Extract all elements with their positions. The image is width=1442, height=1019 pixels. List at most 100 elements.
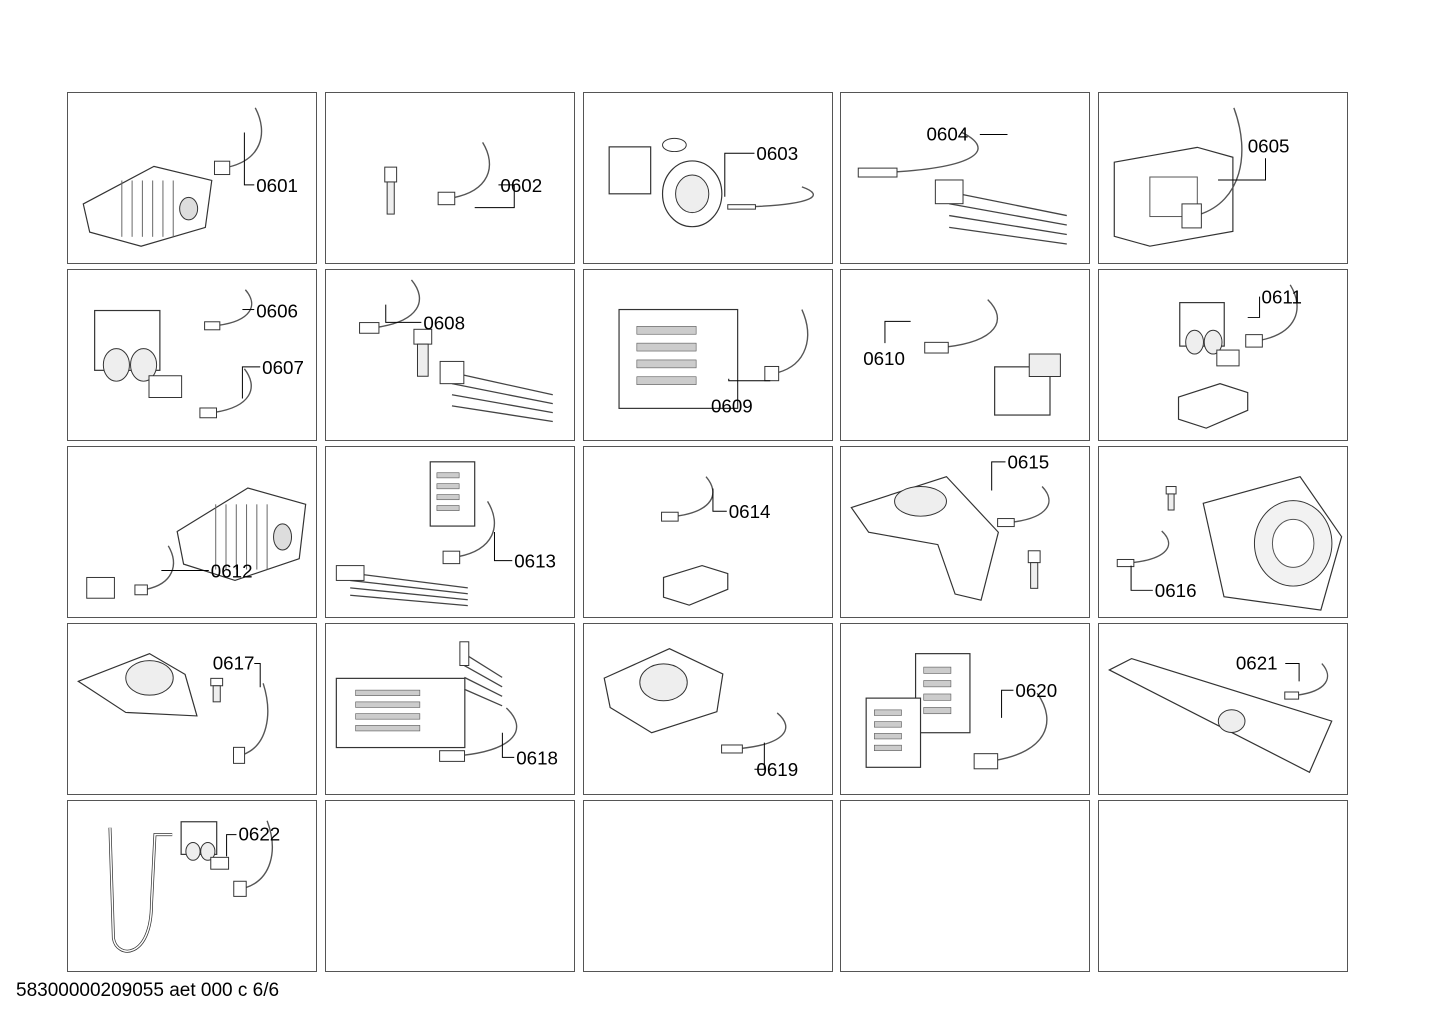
cable-part-drawing — [973, 692, 1048, 770]
valve-part-drawing — [180, 821, 230, 870]
cable-part-drawing — [1181, 107, 1243, 229]
diagram-cell: 0613 — [325, 446, 575, 618]
diagram-cell: 0602 — [325, 92, 575, 264]
part-number-label: 0617 — [213, 652, 255, 673]
sensor-part-drawing — [1027, 550, 1041, 589]
leader-line — [991, 461, 1006, 491]
cell-drawing: 0613 — [335, 461, 556, 607]
tub-part-drawing — [1202, 475, 1343, 611]
part-number-label: 0620 — [1015, 680, 1057, 701]
cell-drawing — [841, 801, 1089, 971]
board-part-drawing — [618, 308, 739, 409]
cable-part-drawing — [233, 820, 273, 897]
diagram-cell: 0611 — [1098, 269, 1348, 441]
diagram-cell: 0601 — [67, 92, 317, 264]
cable-part-drawing — [437, 142, 491, 206]
diagram-cell: 0610 — [840, 269, 1090, 441]
cable-part-drawing — [924, 299, 999, 354]
leader-line — [1285, 663, 1300, 682]
cell-drawing — [1099, 801, 1347, 971]
sensor-part-drawing — [413, 328, 433, 377]
cable-part-drawing — [727, 186, 814, 210]
cell-drawing: 0616 — [1116, 475, 1343, 611]
part-number-label: 0603 — [756, 143, 798, 164]
cell-drawing: 0620 — [865, 653, 1057, 770]
part-number-label: 0621 — [1236, 652, 1278, 673]
tub-cover-part-drawing — [77, 652, 198, 717]
cell-drawing: 0604 — [857, 123, 1067, 245]
sensor-part-drawing — [384, 166, 398, 215]
leader-line — [243, 132, 255, 186]
diagram-cell: 0618 — [325, 623, 575, 795]
heater-part-drawing — [934, 179, 1067, 245]
board-part-drawing — [865, 697, 922, 768]
leader-line — [474, 184, 515, 209]
part-number-label: 0613 — [514, 551, 556, 572]
part-number-label: 0605 — [1248, 135, 1290, 156]
rail-part-drawing — [1108, 657, 1333, 774]
cable-part-drawing — [204, 289, 253, 331]
part-number-label: 0602 — [500, 175, 542, 196]
leader-line — [501, 732, 515, 758]
cell-drawing: 0617 — [77, 652, 269, 764]
diagram-cell: 0612 — [67, 446, 317, 618]
cell-drawing: 0612 — [86, 487, 307, 599]
cell-drawing: 0618 — [335, 641, 558, 768]
cell-drawing: 0619 — [603, 648, 798, 780]
diagram-cell: 0619 — [583, 623, 833, 795]
cell-drawing: 0609 — [618, 308, 809, 416]
leader-line — [712, 488, 727, 512]
bracket-part-drawing — [1177, 383, 1249, 429]
leader-line — [1130, 565, 1153, 591]
leader-line — [724, 152, 755, 197]
valve-part-drawing — [94, 309, 183, 398]
cable-part-drawing — [1284, 663, 1329, 700]
module-part-drawing — [1113, 146, 1234, 247]
part-number-label: 0611 — [1262, 287, 1302, 308]
cell-drawing: 0601 — [82, 107, 298, 247]
leader-line — [241, 366, 261, 399]
part-number-label: 0606 — [256, 300, 298, 321]
leader-line — [1218, 158, 1266, 181]
cell-drawing: 0605 — [1113, 107, 1290, 247]
part-number-label: 0609 — [711, 395, 753, 416]
cable-part-drawing — [661, 476, 714, 522]
cable-part-drawing — [1245, 284, 1298, 348]
cable-part-drawing — [233, 683, 269, 764]
leader-line — [385, 304, 422, 323]
cable-part-drawing — [721, 712, 787, 754]
cable-part-drawing — [359, 279, 421, 334]
cable-part-drawing — [442, 500, 496, 565]
cell-drawing — [584, 801, 832, 971]
heater-part-drawing — [439, 360, 553, 423]
cell-drawing: 0602 — [384, 142, 542, 215]
cell-drawing: 0622 — [108, 820, 280, 953]
drain-pump-part-drawing — [608, 137, 723, 228]
cable-part-drawing — [199, 368, 252, 419]
part-number-label: 0612 — [211, 560, 253, 581]
part-number-label: 0610 — [863, 348, 905, 369]
part-number-label: 0616 — [1155, 580, 1197, 601]
part-number-label: 0618 — [516, 747, 558, 768]
diagram-cell: 0604 — [840, 92, 1090, 264]
cell-drawing: 0615 — [850, 452, 1050, 601]
cell-drawing — [326, 801, 574, 971]
leader-line — [884, 320, 911, 344]
lock-part-drawing — [994, 353, 1061, 416]
cable-part-drawing — [1116, 530, 1170, 568]
part-number-label: 0601 — [256, 175, 298, 196]
diagram-cell — [1098, 800, 1348, 972]
diagram-cell: 0622 — [67, 800, 317, 972]
diagram-cell: 0603 — [583, 92, 833, 264]
heater-part-drawing — [335, 565, 468, 607]
leader-line — [754, 742, 765, 770]
part-number-label: 0615 — [1008, 452, 1050, 473]
diagram-cell: 0605 — [1098, 92, 1348, 264]
document-id-footer: 58300000209055 aet 000 c 6/6 — [16, 980, 280, 1001]
leader-line — [1001, 689, 1014, 718]
cable-part-drawing — [439, 707, 518, 762]
cable-part-drawing — [857, 131, 979, 178]
